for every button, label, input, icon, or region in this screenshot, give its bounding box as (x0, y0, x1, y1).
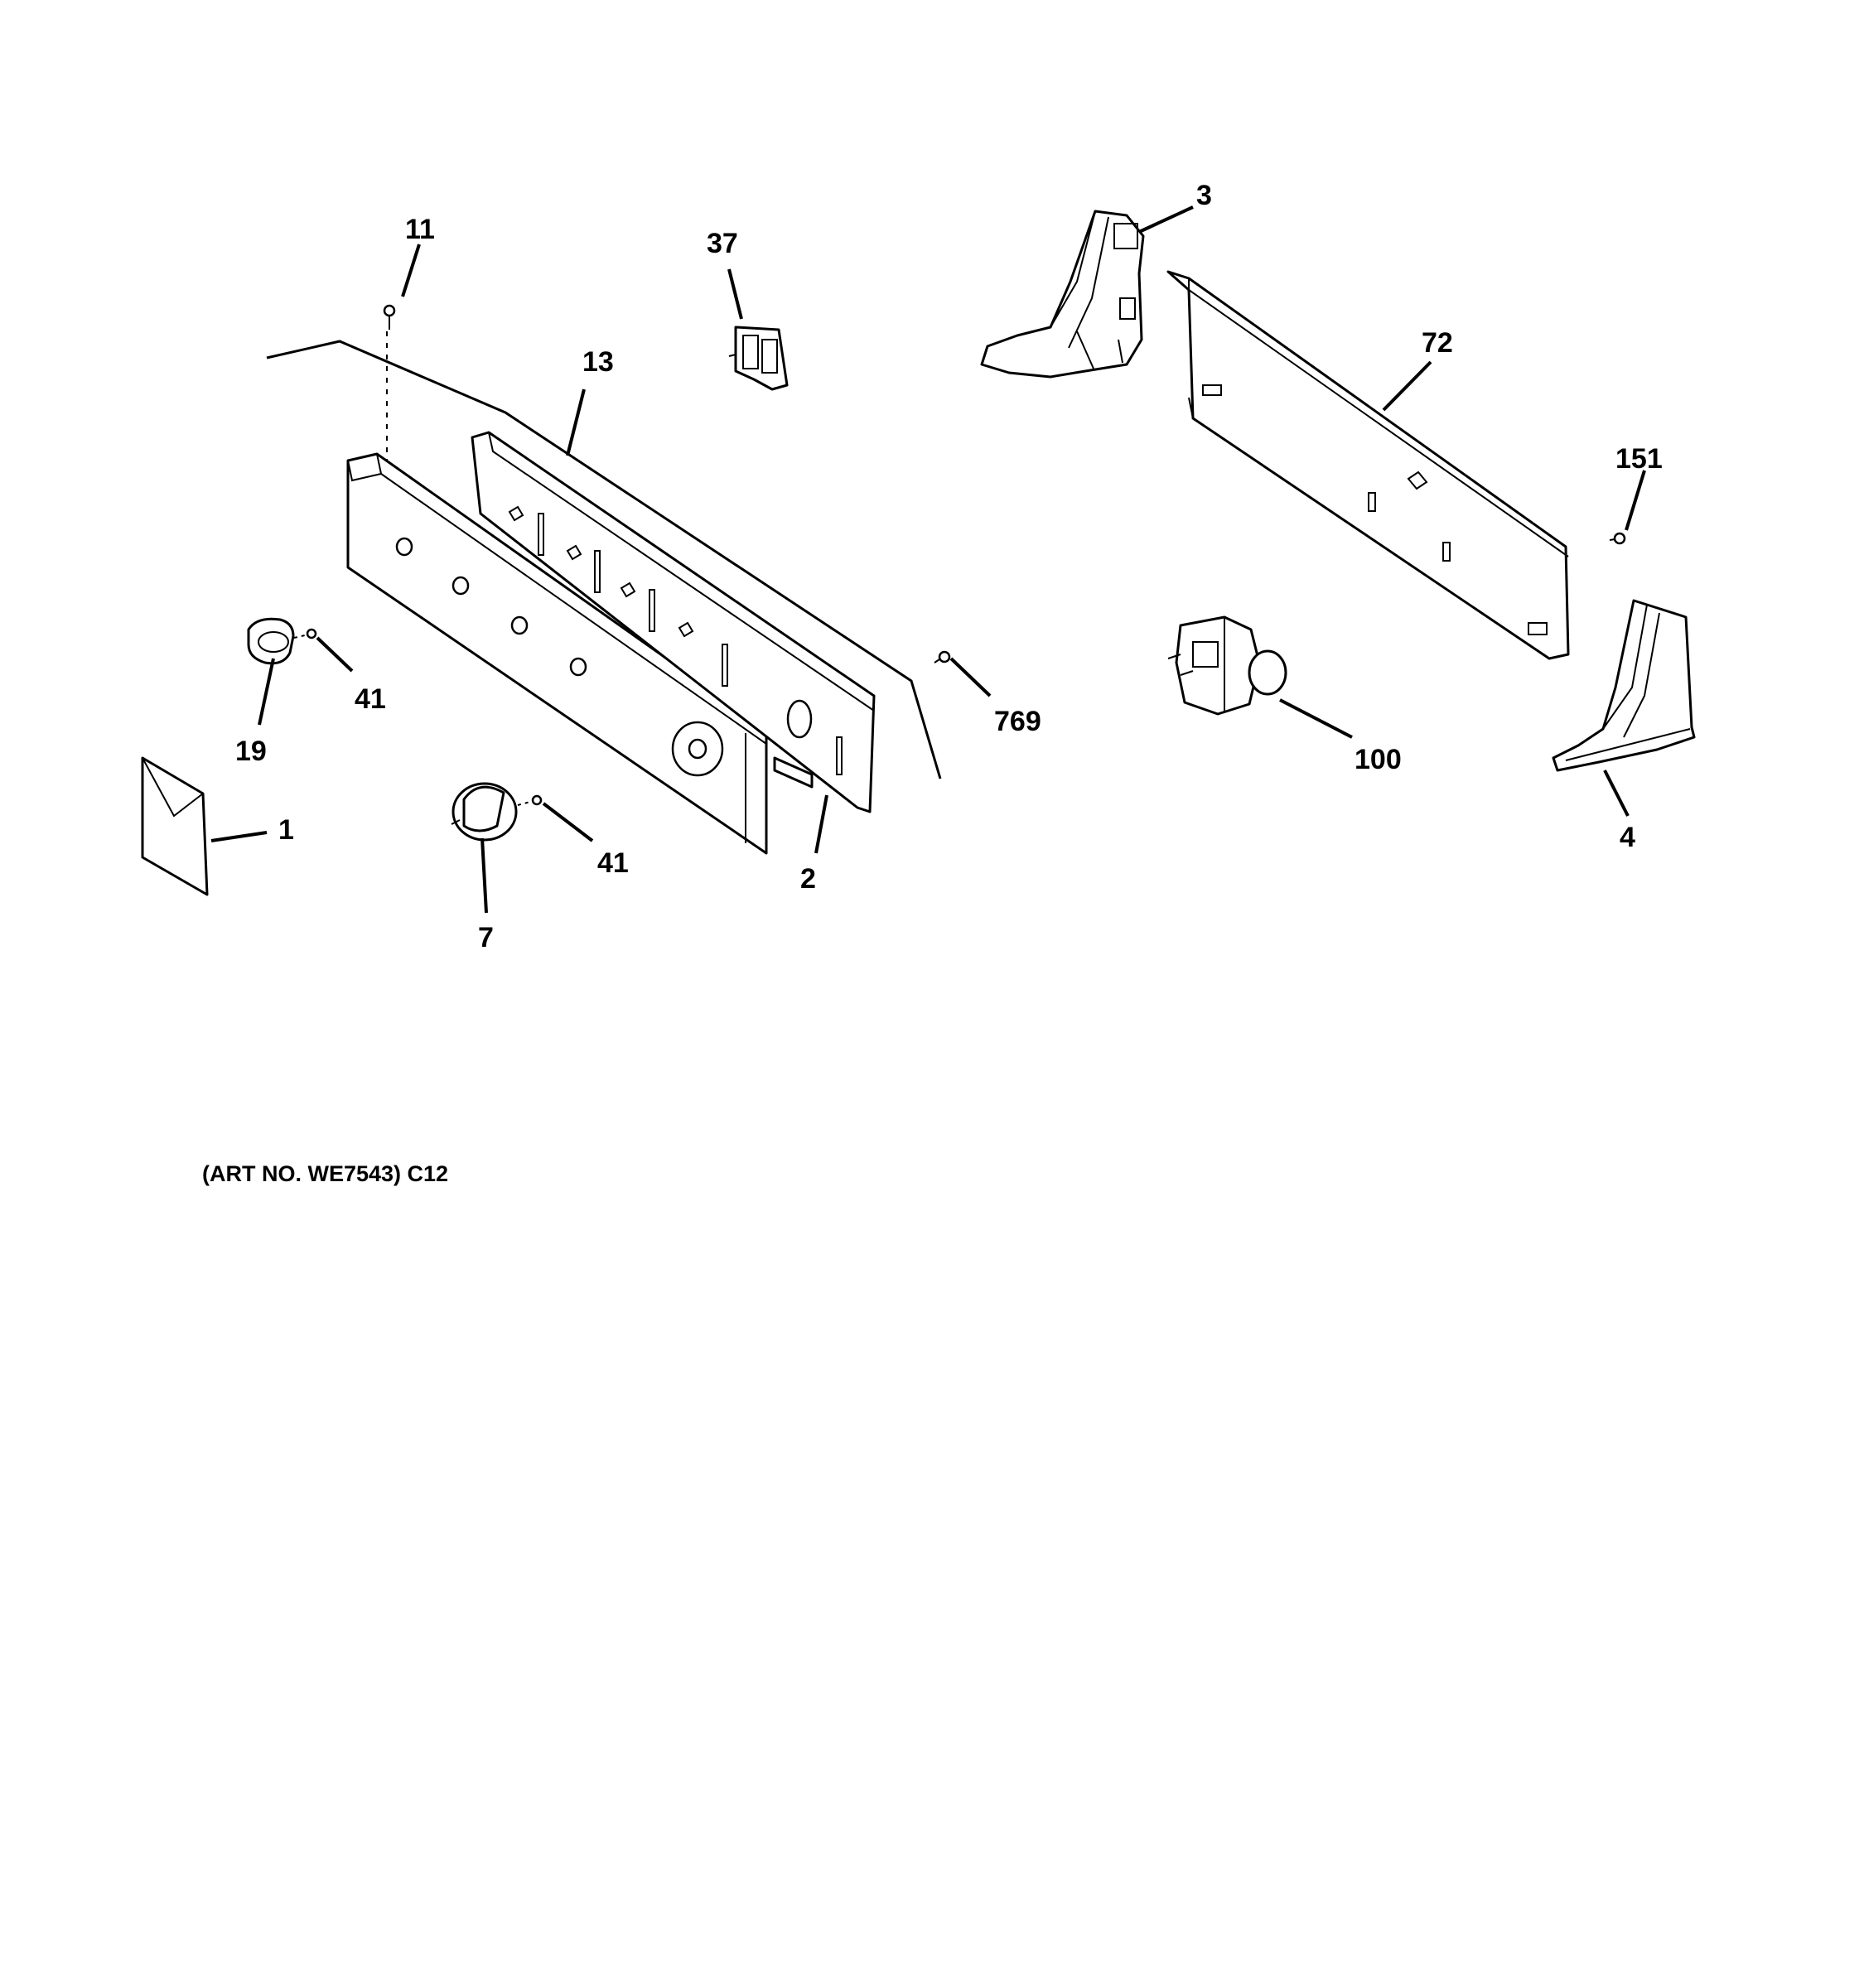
callout-41-lower: 41 (597, 847, 629, 879)
callout-100: 100 (1355, 744, 1402, 775)
part-4-end-cap-right (1552, 599, 1696, 772)
leader-lines (210, 205, 1646, 914)
part-2-control-panel (346, 452, 768, 855)
callout-13: 13 (582, 346, 614, 378)
part-37-switch (728, 326, 789, 391)
callout-7: 7 (478, 922, 494, 953)
callout-11: 11 (405, 214, 435, 245)
part-11-screw (383, 304, 396, 464)
callout-4: 4 (1620, 822, 1635, 853)
callout-3: 3 (1196, 180, 1212, 211)
callout-37: 37 (707, 228, 738, 259)
callout-2: 2 (800, 863, 816, 895)
part-19-knob (247, 617, 317, 665)
callout-19: 19 (235, 736, 267, 767)
part-3-end-cap-left (980, 210, 1145, 379)
part-769-screw (934, 650, 951, 663)
callout-1: 1 (278, 814, 294, 846)
part-151-screw (1609, 532, 1626, 545)
part-1-envelope (141, 756, 209, 896)
callout-151: 151 (1615, 443, 1663, 475)
part-72-back-panel (1166, 270, 1570, 660)
callout-41-upper: 41 (355, 683, 386, 715)
part-13-outline (266, 340, 942, 779)
callout-72: 72 (1422, 327, 1453, 359)
part-7-knob (451, 782, 543, 842)
callout-labels: 1 2 3 4 7 11 13 19 37 41 41 72 100 151 7… (235, 180, 1663, 953)
callout-769: 769 (994, 706, 1041, 737)
art-number-caption: (ART NO. WE7543) C12 (202, 1161, 449, 1186)
part-100-timer (1167, 615, 1287, 716)
part-13-backing-bracket (471, 431, 876, 813)
